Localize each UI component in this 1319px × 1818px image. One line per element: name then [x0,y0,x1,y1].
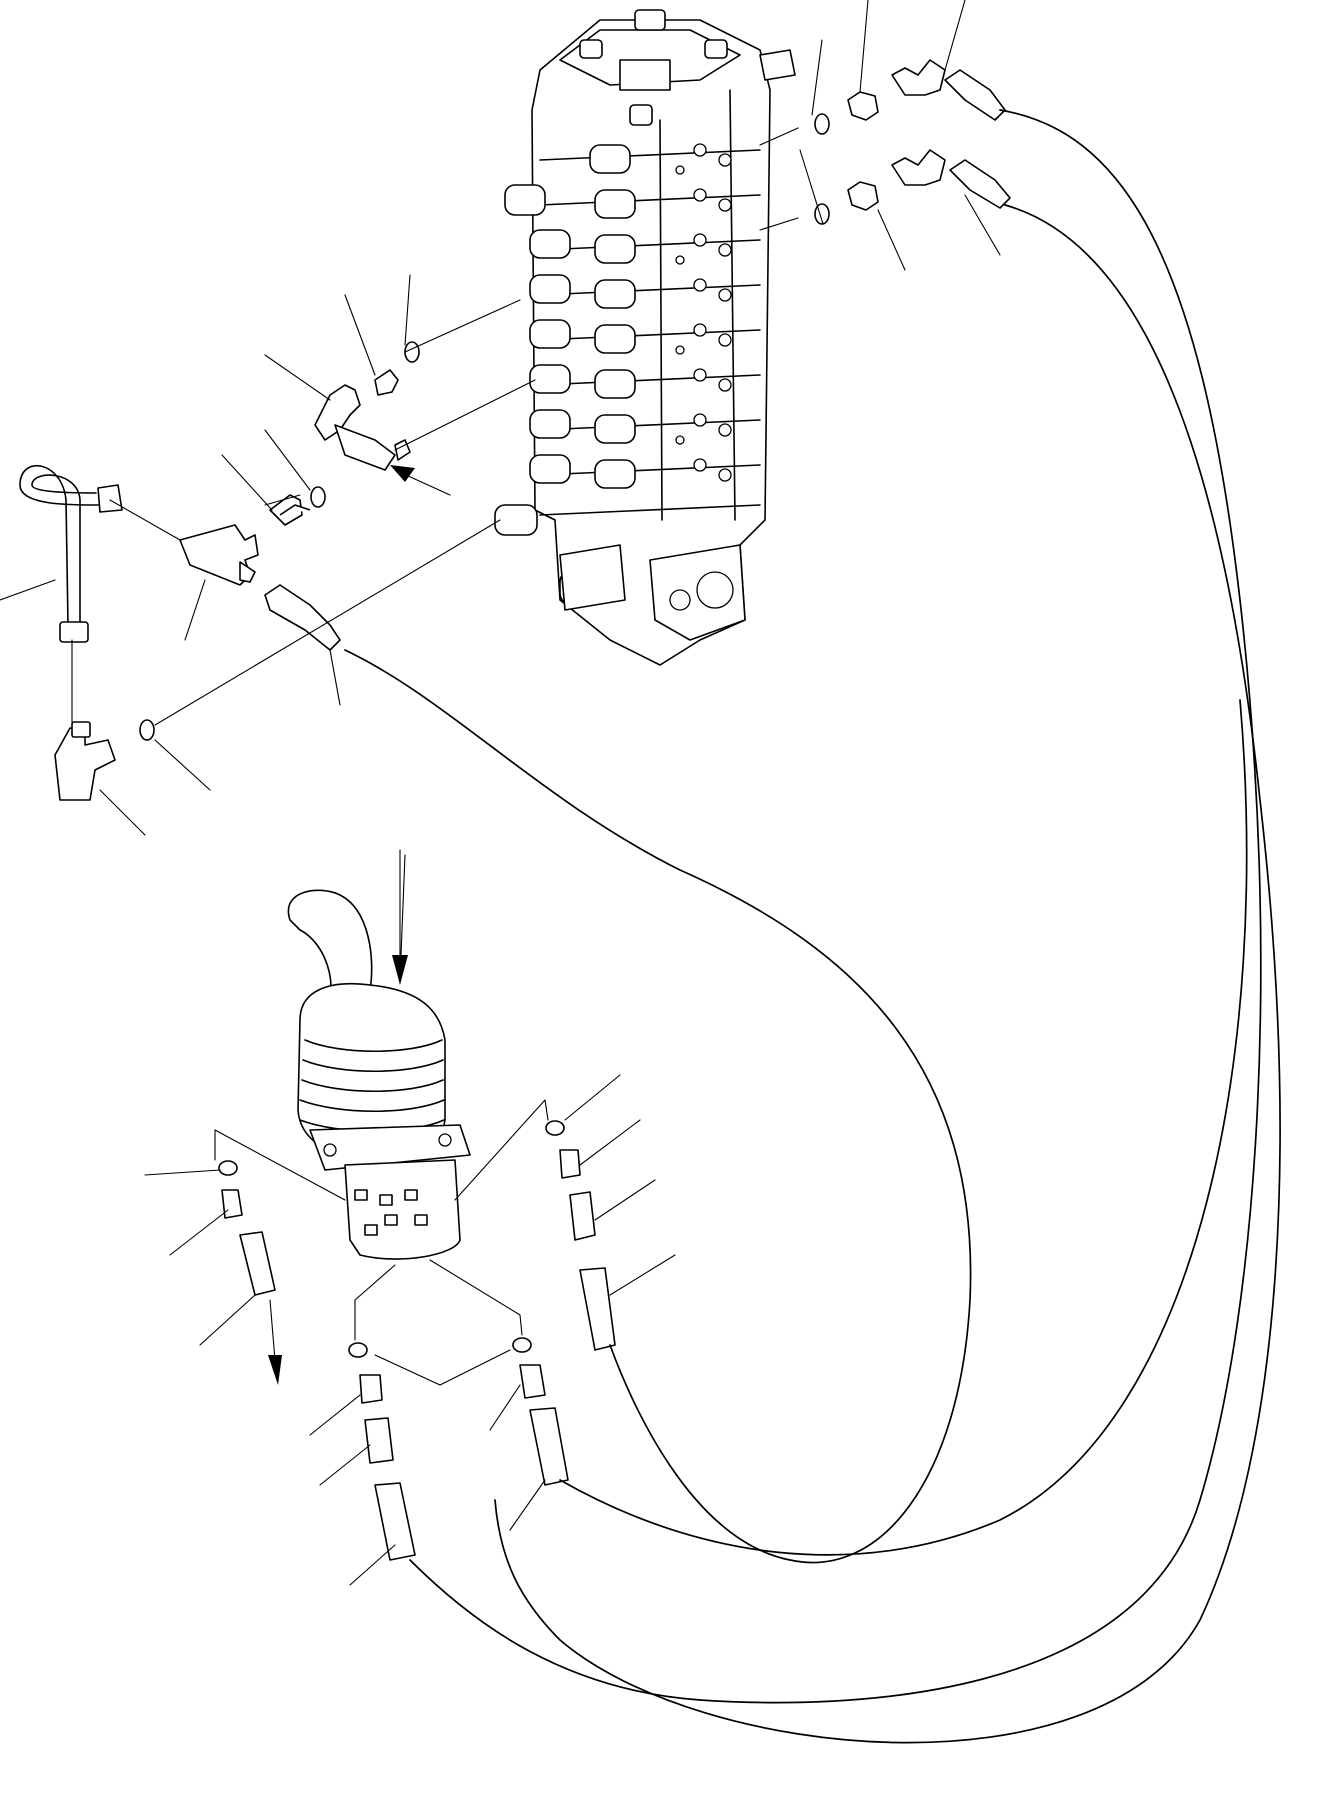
bent-tube [19,464,123,643]
valve-spool-sections [539,149,761,516]
elbow-fitting-left [54,721,116,801]
adapter-fitting-left [269,494,311,526]
arrow-joystick [392,955,408,985]
joystick-lever [287,889,471,1260]
pilot-hose-ends-left [264,439,411,651]
flow-arrows [268,465,451,1385]
tee-fitting [179,524,259,586]
joystick-fittings [218,1120,616,1561]
elbow-fitting-upper [314,369,399,471]
pilot-hoses [344,109,1281,1744]
valve-spool-ends [494,144,636,536]
fittings-upper-right [814,59,1011,225]
control-valve [494,9,796,666]
arrow-upper-left [390,465,415,482]
leader-lines [0,0,1001,1586]
valve-side-plates [675,143,732,482]
o-rings-left [139,341,420,741]
arrow-lower-left [268,1355,282,1385]
